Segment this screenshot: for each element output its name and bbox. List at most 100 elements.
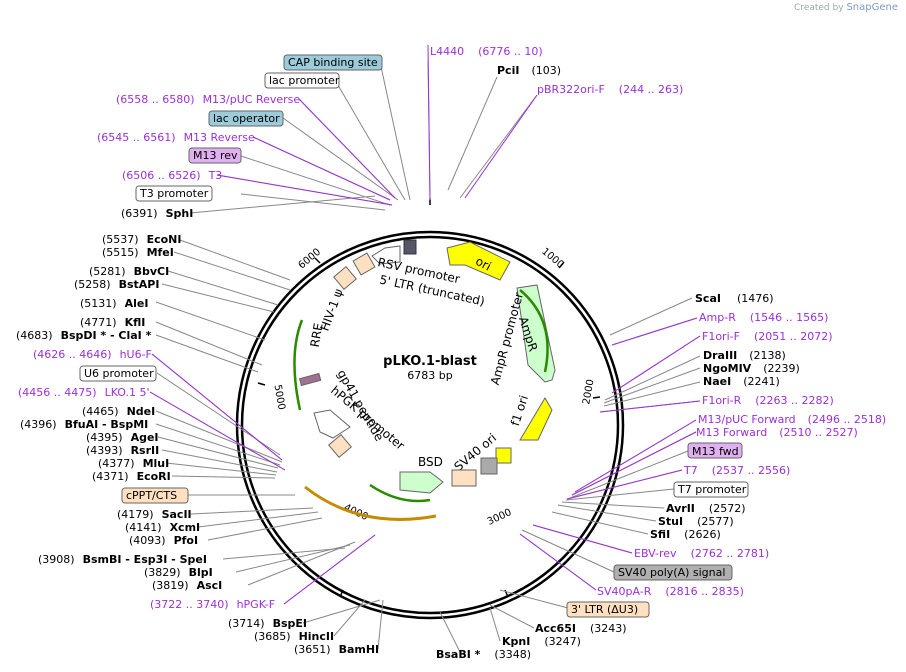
ampr-promoter-track	[519, 289, 549, 373]
label-hincii: (3685)HincII	[254, 630, 334, 643]
label-f1ori-f: F1ori-F(2051 .. 2072)	[702, 330, 833, 343]
label-m13-forward: M13 Forward(2510 .. 2527)	[696, 426, 858, 439]
label-m13-fwd: M13 fwd	[692, 445, 739, 458]
label-sacii: (4179)SacII	[117, 508, 192, 521]
label-asci: (3819)AscI	[152, 579, 222, 592]
label-draiii: DraIII(2138)	[703, 349, 786, 362]
cap-binding-box	[283, 54, 383, 71]
label-sfii: SfiI(2626)	[650, 528, 721, 541]
ltr5-box	[352, 252, 376, 276]
label-pfoi: (4093)PfoI	[129, 534, 198, 547]
label-kfli: (4771)KflI	[80, 316, 145, 329]
label-t3-promoter: T3 promoter	[139, 187, 209, 200]
label-m13-rev: M13 rev	[193, 149, 238, 162]
label-alei: (5131)AleI	[80, 297, 148, 310]
m13-fwd-box	[687, 442, 743, 459]
label-sv40-polya-signal: SV40 poly(A) signal	[618, 566, 725, 579]
label-stui: StuI(2577)	[658, 515, 734, 528]
label-econi: (5537)EcoNI	[102, 233, 181, 246]
ruler-2000: 2000	[581, 378, 596, 405]
label-xcmi: (4141)XcmI	[125, 521, 200, 534]
label-t3: (6506 .. 6526)T3	[122, 169, 222, 182]
gp41-box	[328, 434, 352, 458]
label-naei: NaeI(2241)	[703, 375, 780, 388]
label-lac-promoter: lac promoter	[269, 74, 340, 87]
label-bfuai-bspmi: (4396)BfuAI - BspMI	[20, 418, 148, 431]
label-bamhi: (3651)BamHI	[294, 643, 379, 656]
label-mlui: (4377)MluI	[98, 457, 169, 470]
t3-promoter-box	[135, 185, 213, 202]
label-cppt-cts: cPPT/CTS	[126, 489, 177, 502]
primer-lines	[149, 44, 701, 605]
u6-promoter-box	[79, 365, 157, 382]
label-agei: (4395)AgeI	[86, 431, 159, 444]
hpgk-arrow	[313, 409, 351, 439]
label-bsmbi-esp3i-spei: (3908)BsmBI - Esp3I - SpeI	[38, 553, 207, 566]
cppt-track	[304, 485, 437, 521]
label-m13-reverse: (6545 .. 6561)M13 Reverse	[97, 131, 255, 144]
f1-ori-arrow	[519, 397, 553, 441]
sv40-ori-box	[495, 447, 512, 464]
label-ltr3: 3' LTR (ΔU3)	[571, 603, 638, 616]
plasmid-size: 6783 bp	[407, 369, 452, 382]
rsv-arrow	[371, 245, 401, 265]
m13-rev-box	[188, 147, 242, 164]
lac-operator-box	[208, 110, 284, 127]
ltr3-box	[451, 469, 477, 487]
ruler-ticks	[257, 198, 601, 598]
ltr3-label-box	[566, 601, 650, 618]
label-sphi: (6391)SphI	[121, 207, 193, 220]
label-bspei: (3714)BspEI	[228, 617, 307, 630]
hiv-box	[333, 266, 357, 290]
label-lac-operator: lac operator	[213, 112, 280, 125]
lac-cluster-box	[403, 239, 417, 255]
ruler-5000: 5000	[271, 384, 286, 411]
bsd-track	[369, 483, 431, 503]
hiv-psi-label: HIV-1 ψ	[318, 287, 346, 333]
ampr-arrow	[516, 284, 556, 383]
sv40-polya-label-box	[613, 564, 733, 581]
label-rsrii: (4393)RsrII	[86, 444, 159, 457]
backbone-outer	[235, 230, 625, 620]
lac-promoter-box	[264, 72, 340, 89]
backbone-inner	[240, 235, 620, 615]
label-bspdi-clai: (4683)BspDI * - ClaI *	[16, 329, 152, 342]
label-pbr322ori-f: pBR322ori-F(244 .. 263)	[537, 83, 683, 96]
ruler-3000: 3000	[486, 507, 514, 528]
u6-box	[298, 372, 322, 387]
label-ecori: (4371)EcoRI	[92, 470, 171, 483]
label-cap-binding-site: CAP binding site	[288, 56, 378, 69]
sv40-polya-box	[480, 457, 498, 475]
label-ngomiv: NgoMIV(2239)	[703, 362, 800, 375]
f1-ori-label: f1 ori	[508, 394, 531, 428]
label-bstapi: (5258)BstAPI	[74, 278, 159, 291]
label-lko1-5: (4456 .. 4475)LKO.1 5'	[18, 386, 150, 399]
label-t7-promoter: T7 promoter	[677, 483, 747, 496]
label-ndei: (4465)NdeI	[82, 405, 155, 418]
label-bsabi: BsaBI *(3348)	[436, 648, 531, 661]
label-t7: T7(2537 .. 2556)	[683, 464, 790, 477]
label-bbvci: (5281)BbvCI	[89, 265, 169, 278]
rre-label: RRE	[308, 322, 326, 348]
label-hu6-f: (4626 .. 4646)hU6-F	[33, 348, 152, 361]
cppt-cts-box	[121, 487, 189, 504]
t7-promoter-box	[673, 481, 749, 498]
ori-label: ori	[473, 254, 493, 274]
label-kpni: KpnI(3247)	[502, 635, 581, 648]
ampr-promoter-label: AmpR promoter	[488, 291, 526, 387]
label-mfei: (5515)MfeI	[102, 246, 174, 259]
label-u6-promoter: U6 promoter	[84, 367, 154, 380]
label-l4440: L4440(6776 .. 10)	[430, 45, 543, 58]
bsd-arrow	[399, 471, 444, 494]
label-amp-r: Amp-R(1546 .. 1565)	[699, 311, 828, 324]
label-acc65i: Acc65I(3243)	[535, 622, 627, 635]
label-ebv-rev: EBV-rev(2762 .. 2781)	[634, 547, 769, 560]
label-f1ori-r: F1ori-R(2263 .. 2282)	[702, 394, 834, 407]
rre-track	[293, 319, 304, 411]
bsd-label: BSD	[418, 455, 443, 469]
label-sv40pa-r: SV40pA-R(2816 .. 2835)	[597, 585, 744, 598]
label-hpgk-f: (3722 .. 3740)hPGK-F	[150, 598, 275, 611]
label-m13-puc-reverse: (6558 .. 6580)M13/pUC Reverse	[116, 93, 300, 106]
label-pcii: PciI(103)	[497, 64, 561, 77]
